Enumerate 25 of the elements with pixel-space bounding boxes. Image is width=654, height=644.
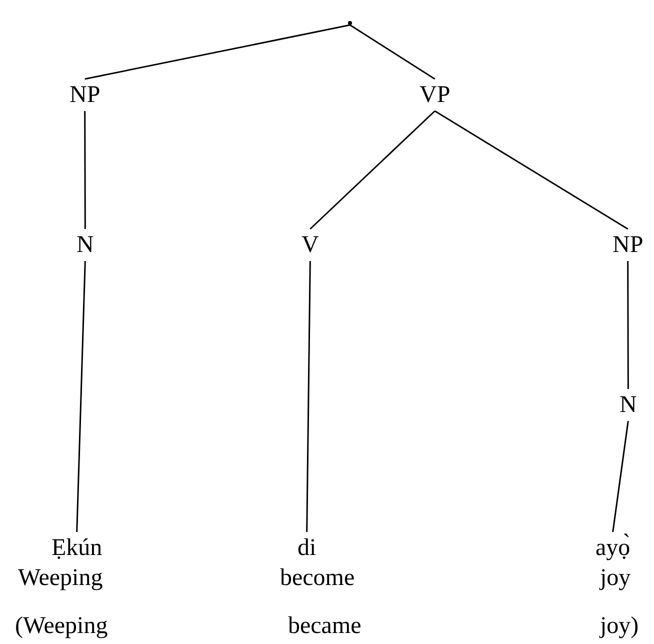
gloss-text: become xyxy=(280,564,355,592)
tree-branch-line xyxy=(434,110,628,230)
tree-branch-line xyxy=(306,261,311,532)
word-label: ayọ̀ xyxy=(596,534,630,562)
tree-branch-line xyxy=(84,111,86,229)
translation-text: joy) xyxy=(600,612,639,640)
tree-branch-line xyxy=(84,24,350,80)
gloss-text: joy xyxy=(600,564,631,592)
gloss-text: Weeping xyxy=(18,564,103,592)
category-label: N xyxy=(76,231,94,259)
translation-text: (Weeping xyxy=(15,612,108,640)
category-label: VP xyxy=(420,81,450,109)
category-label: V xyxy=(302,231,319,259)
tree-branch-line xyxy=(350,24,436,80)
word-label: di xyxy=(298,534,316,562)
category-label: N xyxy=(620,391,637,419)
tree-branch-line xyxy=(76,260,86,532)
translation-text: became xyxy=(288,612,362,640)
branch-point xyxy=(348,21,352,25)
category-label: NP xyxy=(70,81,100,109)
tree-branch-line xyxy=(612,420,629,532)
category-label: NP xyxy=(612,231,644,259)
word-label: Ẹkún xyxy=(52,534,102,562)
tree-branch-line xyxy=(310,110,436,230)
tree-branch-line xyxy=(627,261,629,389)
